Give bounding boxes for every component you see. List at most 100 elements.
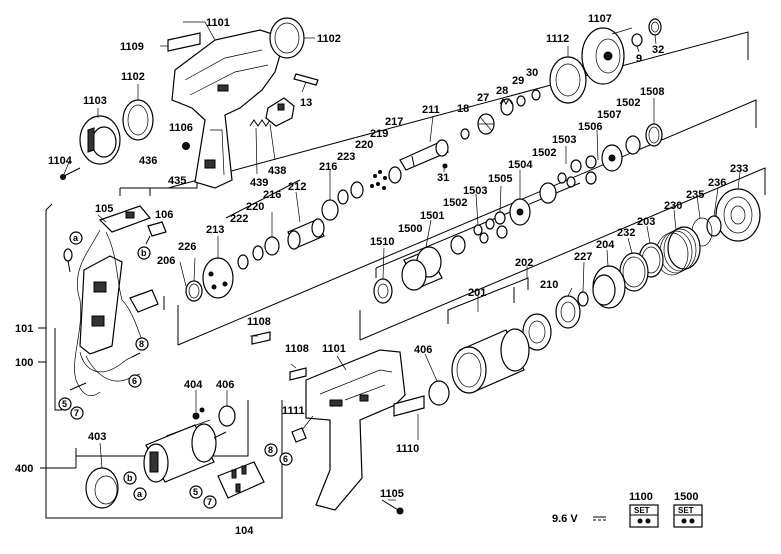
oring-406-lower — [218, 405, 236, 427]
bulb-part — [63, 248, 73, 273]
callout-text: a b 8 6 5 7 b a 8 6 5 7 SET SET — [62, 233, 694, 515]
label-1501: 1501 — [420, 210, 444, 222]
collar-204 — [592, 265, 626, 309]
nut-1106 — [182, 142, 190, 150]
label-101: 101 — [15, 323, 33, 335]
label-206: 206 — [157, 255, 175, 267]
motor-400 — [143, 419, 227, 483]
callout-a: a — [137, 489, 143, 499]
switch-assembly-101 — [74, 205, 152, 397]
label-222: 222 — [230, 213, 248, 225]
switch-438 — [265, 97, 295, 127]
label-404: 404 — [184, 379, 203, 391]
screw-1105 — [381, 499, 404, 515]
callout-a: a — [73, 233, 79, 243]
label-1100: 1100 — [629, 491, 653, 503]
label-220: 220 — [246, 201, 264, 213]
washer-227 — [577, 291, 589, 307]
washer-9 — [631, 33, 643, 47]
label-1106: 1106 — [169, 122, 193, 134]
connector-106 — [145, 221, 167, 245]
label-1101: 1101 — [322, 343, 346, 355]
label-1507: 1507 — [597, 109, 621, 121]
callout-8: 8 — [139, 339, 144, 349]
label-100: 100 — [15, 357, 33, 369]
circle-callouts — [58, 231, 293, 509]
label-1502: 1502 — [532, 147, 556, 159]
ring-gear-1500 — [401, 246, 443, 291]
label-236: 236 — [708, 177, 726, 189]
washers-220-223 — [337, 181, 364, 205]
label-1104: 1104 — [48, 155, 73, 167]
label-1506: 1506 — [578, 121, 602, 133]
label-226: 226 — [178, 241, 196, 253]
terminal-block-104 — [217, 461, 265, 499]
washer-1502c — [450, 235, 466, 255]
label-9: 9 — [636, 53, 642, 65]
screw-1104 — [60, 167, 81, 180]
label-32: 32 — [652, 44, 664, 56]
callout-5: 5 — [193, 487, 198, 497]
cap-233 — [715, 188, 761, 242]
label-1108: 1108 — [247, 316, 271, 328]
bearing-216a — [321, 199, 339, 221]
hammer-213 — [202, 257, 234, 299]
label-1107: 1107 — [588, 13, 612, 25]
callout-6: 6 — [132, 376, 137, 386]
carrier-1507 — [601, 144, 623, 172]
label-1505: 1505 — [488, 173, 512, 185]
label-216: 216 — [319, 161, 337, 173]
label-223: 223 — [337, 151, 355, 163]
label-105: 105 — [95, 203, 113, 215]
label-211: 211 — [422, 104, 440, 116]
ring-226 — [185, 280, 203, 302]
ring-217 — [388, 166, 402, 184]
label-1504: 1504 — [508, 159, 533, 171]
label-18: 18 — [457, 103, 469, 115]
washer-1502a — [625, 135, 641, 155]
sleeve-1112 — [549, 56, 587, 104]
label-230: 230 — [664, 200, 682, 212]
voltage-label: 9.6 V — [552, 513, 578, 525]
label-216: 216 — [263, 189, 281, 201]
washer-1502b — [539, 182, 557, 204]
screws-404 — [192, 407, 205, 420]
label-1105: 1105 — [380, 488, 404, 500]
label-232: 232 — [617, 227, 635, 239]
label-233: 233 — [730, 163, 748, 175]
label-406: 406 — [414, 344, 432, 356]
label-400: 400 — [15, 463, 33, 475]
balls-219 — [370, 170, 387, 190]
ring-32 — [648, 18, 662, 36]
leader-lines — [63, 21, 741, 501]
label-1112: 1112 — [546, 33, 569, 45]
label-1500: 1500 — [398, 223, 422, 235]
label-1110: 1110 — [396, 443, 419, 455]
label-403: 403 — [88, 431, 106, 443]
pin-1111 — [291, 427, 307, 443]
label-1502: 1502 — [443, 197, 467, 209]
spring-230 — [655, 226, 701, 276]
label-1503: 1503 — [552, 134, 576, 146]
pin-18 — [460, 128, 470, 140]
ring-1508 — [645, 123, 663, 147]
label-1508: 1508 — [640, 86, 664, 98]
set-icon-1100 — [629, 504, 659, 528]
label-1103: 1103 — [83, 95, 107, 107]
label-406: 406 — [216, 379, 234, 391]
label-439: 439 — [250, 177, 268, 189]
label-plate-1109 — [167, 32, 201, 52]
label-203: 203 — [637, 216, 655, 228]
label-1502: 1502 — [616, 97, 640, 109]
ring-236 — [706, 215, 722, 237]
gears-1505 — [485, 211, 508, 239]
label-30: 30 — [526, 67, 538, 79]
planet-gears-1506 — [557, 155, 597, 188]
callout-b: b — [141, 248, 147, 258]
callout-5: 5 — [62, 399, 67, 409]
label-220: 220 — [355, 139, 373, 151]
label-104: 104 — [235, 525, 254, 537]
label-227: 227 — [574, 251, 592, 263]
label-219: 219 — [370, 128, 388, 140]
